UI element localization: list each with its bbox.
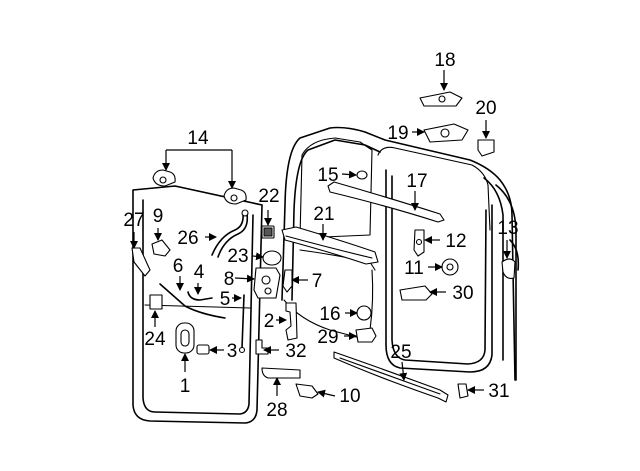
- part-31-cap: [457, 383, 469, 399]
- part-9-guide: [151, 239, 171, 257]
- leader-lines: [130, 70, 511, 398]
- callout-32: 32: [285, 341, 306, 362]
- part-14-rollers: [152, 169, 247, 205]
- callout-19: 19: [387, 123, 408, 144]
- part-23-bumper: [262, 250, 282, 266]
- part-7-striker: [282, 269, 293, 293]
- callout-23: 23: [227, 246, 248, 267]
- part-1-handle: [175, 322, 195, 354]
- callout-13: 13: [497, 218, 518, 239]
- part-24-clip: [149, 294, 163, 310]
- callout-27: 27: [123, 210, 144, 231]
- part-6-rod: [159, 283, 226, 319]
- part-25-track: [333, 351, 449, 403]
- callout-30: 30: [452, 283, 473, 304]
- callout-11: 11: [404, 258, 424, 279]
- callout-2: 2: [264, 311, 275, 332]
- part-11-roller: [441, 258, 459, 276]
- callout-5: 5: [220, 289, 231, 310]
- part-15-pin: [356, 170, 368, 180]
- part-5-rod: [238, 294, 246, 354]
- part-17-weatherstrip: [327, 181, 445, 223]
- callout-1: 1: [180, 376, 191, 397]
- part-18-hinge: [419, 91, 463, 107]
- sliding-door-panel: [132, 185, 263, 424]
- part-8-latch: [253, 267, 281, 299]
- callout-7: 7: [312, 271, 323, 292]
- callout-29: 29: [317, 327, 338, 348]
- part-32-bracket: [255, 339, 269, 355]
- part-16-plug: [356, 305, 372, 321]
- callout-6: 6: [173, 256, 184, 277]
- callout-31: 31: [488, 381, 509, 402]
- part-13-cover: [501, 258, 516, 279]
- vehicle-body-outline: [281, 126, 520, 381]
- callout-12: 12: [445, 231, 466, 252]
- part-19-hinge: [423, 123, 469, 143]
- part-26-cable: [211, 209, 249, 258]
- part-29-bracket: [355, 327, 377, 343]
- callout-26: 26: [177, 228, 198, 249]
- callout-21: 21: [313, 204, 334, 225]
- part-21-track: [281, 226, 379, 265]
- callout-3: 3: [227, 341, 238, 362]
- callout-16: 16: [319, 304, 340, 325]
- callout-18: 18: [434, 50, 455, 71]
- part-4-rod: [187, 291, 213, 301]
- callout-22: 22: [258, 186, 279, 207]
- callout-10: 10: [339, 386, 360, 407]
- part-2-handle: [285, 302, 298, 341]
- callout-28: 28: [266, 400, 287, 421]
- part-3-cap: [196, 344, 210, 355]
- part-20-clip: [477, 139, 495, 157]
- callout-25: 25: [390, 342, 411, 363]
- callout-15: 15: [317, 165, 338, 186]
- callout-24: 24: [144, 329, 166, 350]
- callout-8: 8: [224, 269, 235, 290]
- part-30-bracket: [399, 285, 433, 301]
- callout-20: 20: [475, 98, 496, 119]
- part-28-handle: [261, 367, 301, 379]
- part-22-block: [261, 225, 275, 239]
- part-10-actuator: [295, 383, 319, 399]
- callout-14: 14: [187, 128, 209, 149]
- callout-4: 4: [194, 262, 205, 283]
- part-27-bracket: [131, 247, 151, 277]
- callout-labels: 14 27 9 26 6 4 24 1 3 22 23 8 5 7 2 32 2…: [123, 50, 518, 421]
- part-12-striker: [413, 229, 425, 257]
- callout-9: 9: [153, 206, 164, 227]
- callout-17: 17: [406, 171, 427, 192]
